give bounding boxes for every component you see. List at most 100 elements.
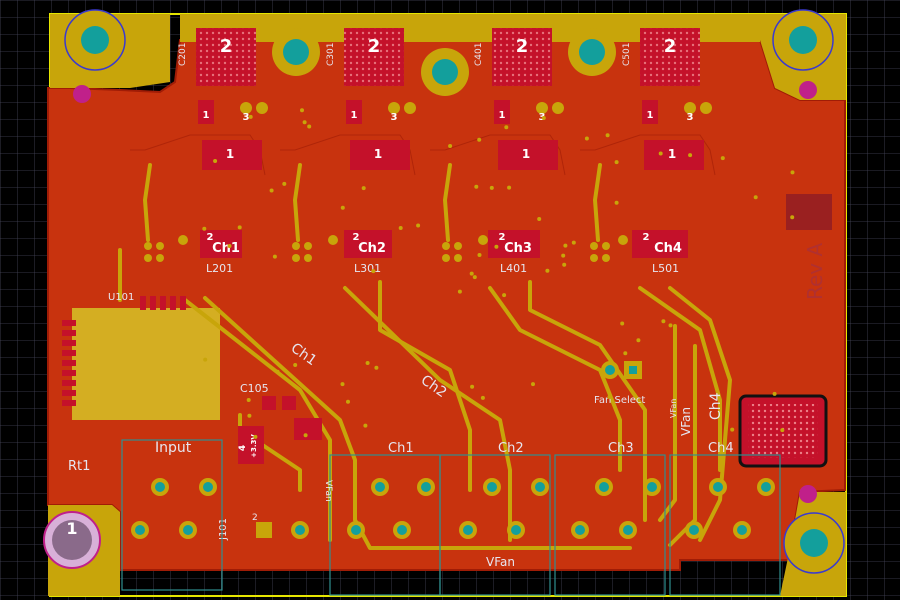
stitching-via <box>620 321 625 326</box>
stitching-via <box>203 357 208 362</box>
inductor-ch1-label: Ch1 <box>212 241 240 256</box>
stitching-via <box>790 170 795 175</box>
inductor-ch4[interactable] <box>632 230 688 258</box>
stitching-via <box>293 363 298 367</box>
stitching-via <box>605 133 610 138</box>
stitching-via <box>494 244 499 249</box>
cap-ch1-ref: C201 <box>178 43 188 66</box>
regulator-ch4[interactable] <box>644 140 704 170</box>
stitching-via <box>246 398 251 402</box>
stitching-via <box>561 253 566 258</box>
stitching-via <box>272 254 277 259</box>
stitching-via <box>202 226 207 231</box>
inductor-ch2-pin: 2 <box>353 232 360 243</box>
stitching-via <box>790 215 795 220</box>
channel-4-block[interactable]: 2 1 3 1 2 Ch4 L501 C501 <box>622 28 712 275</box>
rt1-label: Rt1 <box>68 459 90 474</box>
stitching-via <box>730 427 735 432</box>
trace-label-ch4: Ch4 <box>708 392 724 420</box>
stitching-via <box>504 125 509 130</box>
stitching-vias <box>202 108 795 439</box>
trace-label-vfan-small: VFan <box>669 399 678 418</box>
inductor-ch4-ref: L501 <box>652 262 679 275</box>
mcu-pins <box>62 296 186 406</box>
inductor-ch2[interactable] <box>344 230 392 258</box>
stitching-via <box>398 226 403 230</box>
inductor-ch3-label: Ch3 <box>504 241 532 256</box>
regulator-3v3[interactable] <box>238 426 264 464</box>
inductor-ch4-pin: 2 <box>643 232 650 243</box>
regulator-ch1[interactable] <box>202 140 262 170</box>
regulator-ch1-pin: 1 <box>226 147 234 161</box>
inductor-ch4-label: Ch4 <box>654 241 682 256</box>
inductor-ch1-ref: L201 <box>206 262 233 275</box>
mosfet-ch4-pin: 2 <box>664 36 677 57</box>
connector-ch4-label: Ch4 <box>708 441 734 456</box>
stitching-via <box>562 262 567 267</box>
stitching-via <box>545 268 550 273</box>
stitching-via <box>502 293 507 298</box>
mosfet-ch3-pin1[interactable] <box>494 100 510 124</box>
stitching-via <box>448 144 453 148</box>
stitching-via <box>457 289 462 294</box>
stitching-via <box>269 188 274 193</box>
stitching-via <box>213 159 218 163</box>
stitching-via <box>253 434 258 439</box>
cap-c105-pad[interactable] <box>262 396 276 410</box>
mosfet-ch2-pin1[interactable] <box>346 100 362 124</box>
stitching-via <box>346 399 350 404</box>
channel-3-block[interactable]: 2 1 3 1 2 Ch3 L401 C401 <box>474 28 564 275</box>
stitching-via <box>307 124 312 129</box>
stitching-via <box>614 160 619 165</box>
mosfet-ch1-pin: 2 <box>220 36 233 57</box>
stitching-via <box>584 136 589 141</box>
stitching-via <box>303 433 308 438</box>
mosfet-ch3-pin1-label: 1 <box>499 110 506 121</box>
mouse-bite-2 <box>799 81 817 99</box>
stitching-via <box>416 223 421 228</box>
regulator-ch3[interactable] <box>498 140 558 170</box>
regulator-3v3-tab[interactable] <box>294 418 322 440</box>
mosfet-ch1-pin1[interactable] <box>198 100 214 124</box>
trace-label-vfan-right: VFan <box>679 407 693 436</box>
jp1-pad[interactable] <box>256 522 272 538</box>
mosfet-ch2-pin1-label: 1 <box>351 110 358 121</box>
stitching-via <box>331 237 336 242</box>
stitching-via <box>300 108 304 113</box>
jp1-pin: 2 <box>252 513 258 523</box>
stitching-via <box>668 323 673 328</box>
stitching-via <box>780 428 785 433</box>
connector-labels: Ch1 Ch2 Ch3 Ch4 <box>388 441 734 456</box>
mosfet-ch1-pin1-label: 1 <box>203 110 210 121</box>
stitching-via <box>363 423 368 428</box>
inductor-ch2-ref: L301 <box>354 262 381 275</box>
stitching-via <box>477 253 482 257</box>
stitching-via <box>720 156 725 161</box>
stitching-via <box>688 153 693 158</box>
regulator-ch2-pin: 1 <box>374 147 382 161</box>
stitching-via <box>614 200 619 205</box>
fan-select-label: Fan Select <box>594 395 645 406</box>
inductor-ch1[interactable] <box>200 230 242 258</box>
stitching-via <box>247 413 252 418</box>
channel-2-block[interactable]: 2 1 3 1 2 Ch2 L301 C301 <box>326 28 416 275</box>
inductor-ch3[interactable] <box>488 230 540 258</box>
revision-label: Rev A <box>803 243 827 300</box>
stitching-via <box>470 384 475 389</box>
mosfet-ch4-pin1[interactable] <box>642 100 658 124</box>
stitching-via <box>541 116 546 120</box>
via-ch4-a <box>684 102 696 114</box>
stitching-via <box>658 151 663 156</box>
channel-1-block[interactable]: 2 1 3 1 2 Ch1 L201 C201 <box>178 28 268 275</box>
stitching-via <box>623 351 628 356</box>
passive-vias <box>144 235 628 262</box>
regulator-ch3-pin: 1 <box>522 147 530 161</box>
stitching-via <box>537 217 542 221</box>
stitching-via <box>340 205 345 210</box>
regulator-ch2[interactable] <box>350 140 410 170</box>
sensor-pad <box>786 194 832 230</box>
connector-pins[interactable] <box>131 478 775 539</box>
regulator-ch4-pin: 1 <box>668 147 676 161</box>
stitching-via <box>248 114 253 119</box>
